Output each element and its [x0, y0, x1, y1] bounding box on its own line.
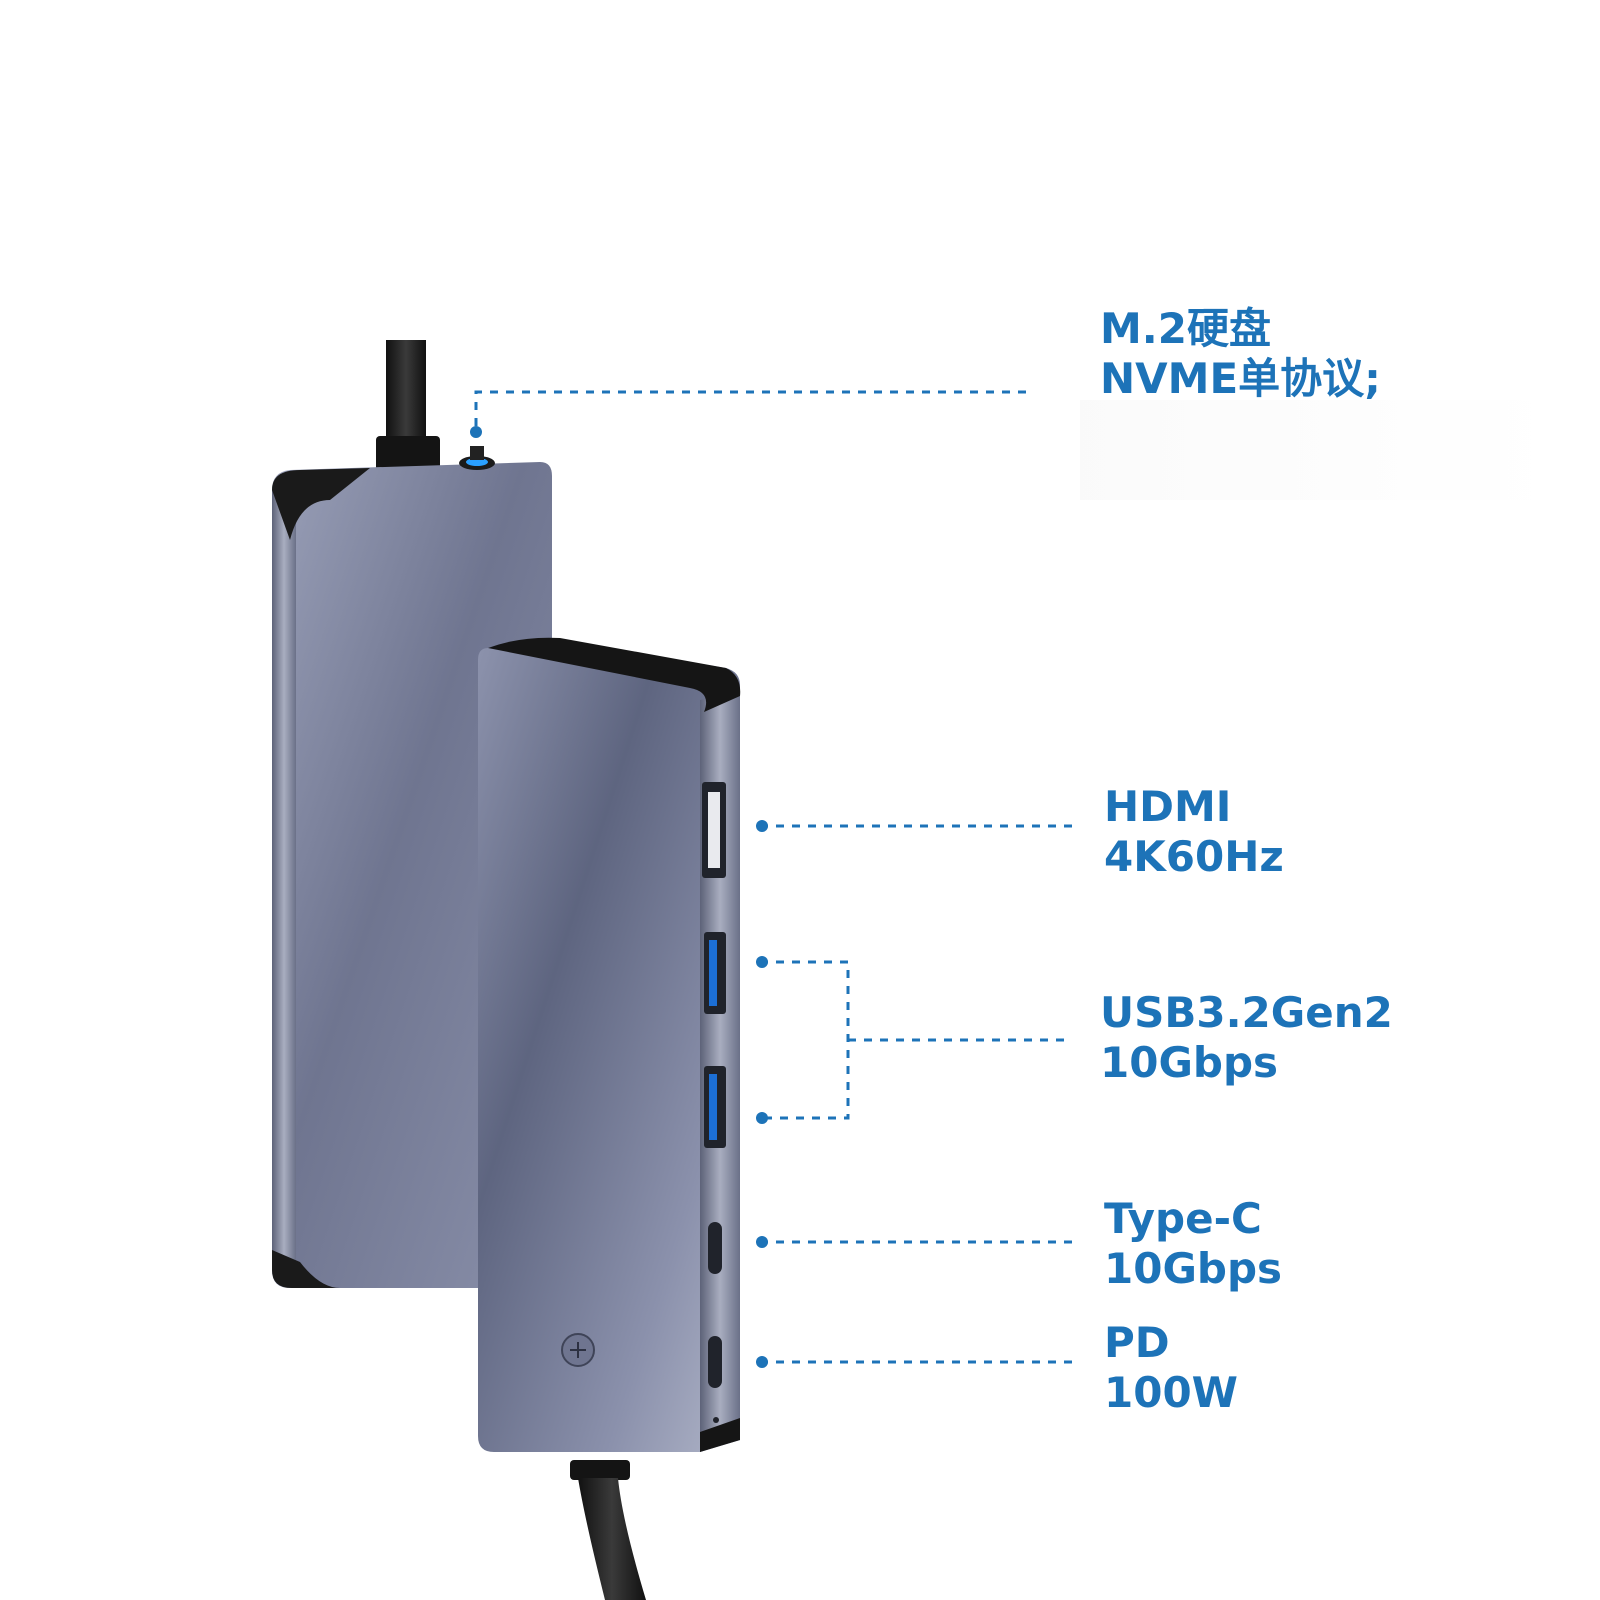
hdmi-callout-title: HDMI	[1104, 782, 1232, 831]
hdmi-callout: HDMI 4K60Hz	[1104, 782, 1284, 882]
usb-a-port-2-icon	[704, 1066, 726, 1148]
type-c-callout-title: Type-C	[1104, 1194, 1262, 1243]
usb-callout-detail: 10Gbps	[1100, 1038, 1279, 1087]
bottom-cable-plug	[570, 1460, 630, 1480]
usb-bracket-line	[760, 960, 850, 1120]
hdmi-callout-detail: 4K60Hz	[1104, 832, 1284, 881]
pd-callout-detail: 100W	[1104, 1368, 1238, 1417]
m2-callout-detail: NVME单协议;	[1100, 354, 1381, 403]
hdmi-port-icon	[702, 782, 726, 878]
bottom-cable	[578, 1478, 646, 1600]
top-cable	[386, 340, 426, 450]
usb-callout-title: USB3.2Gen2	[1100, 988, 1393, 1037]
usb-a-port-1-icon	[704, 932, 726, 1014]
hub-unit	[478, 637, 741, 1452]
pd-callout: PD 100W	[1104, 1318, 1238, 1418]
pd-callout-title: PD	[1104, 1318, 1170, 1367]
m2-callout: M.2硬盘 NVME单协议;	[1100, 304, 1381, 404]
type-c-callout: Type-C 10Gbps	[1104, 1194, 1282, 1294]
usb-callout: USB3.2Gen2 10Gbps	[1100, 988, 1393, 1088]
m2-leader-line	[474, 390, 1026, 430]
m2-callout-title: M.2硬盘	[1100, 304, 1271, 353]
pd-port-icon	[708, 1336, 722, 1388]
type-c-port-icon	[708, 1222, 722, 1274]
type-c-callout-detail: 10Gbps	[1104, 1244, 1283, 1293]
blurred-watermark	[1080, 400, 1560, 500]
